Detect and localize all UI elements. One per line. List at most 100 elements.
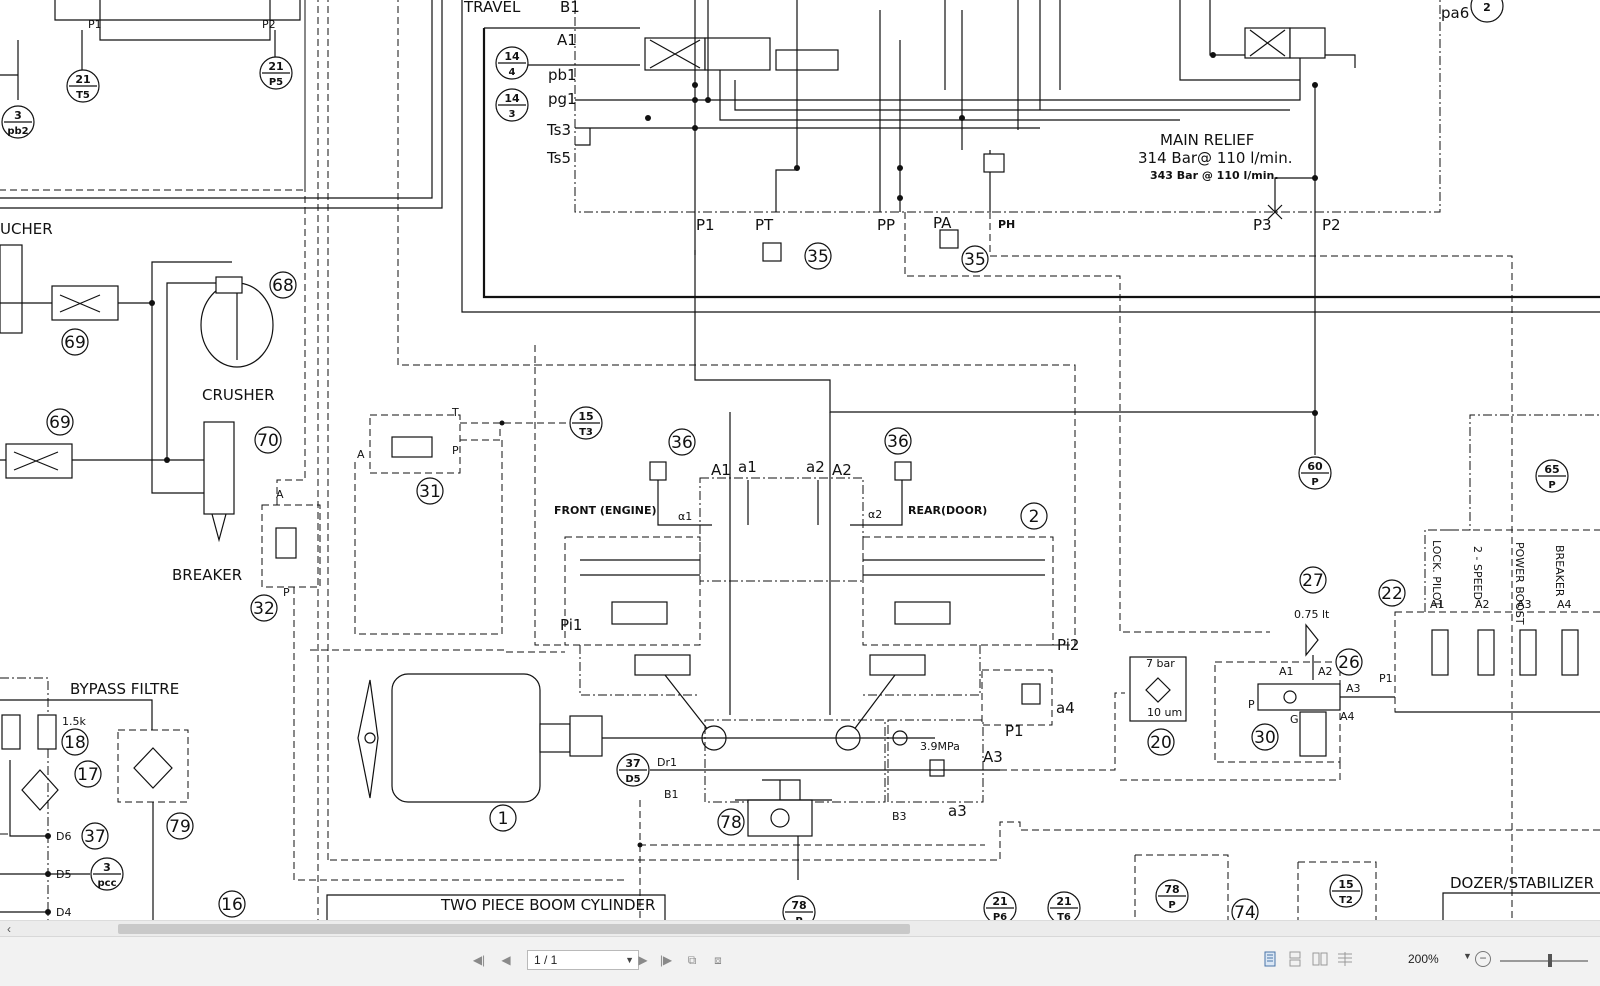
reference-circle xyxy=(1470,0,1504,23)
valve-31: A T P xyxy=(310,345,1076,653)
document-viewport[interactable]: P1 P2 TRAVEL B1 xyxy=(0,0,1600,936)
callout-number: 78 xyxy=(720,813,742,833)
travel-system: A1 a1 a2 A2 FRONT (ENGINE) REAR(DOOR) α1… xyxy=(330,412,1600,920)
reference-circle xyxy=(1047,891,1081,920)
page-number-field[interactable]: 1 / 1 ▼ xyxy=(527,950,639,970)
label-two-piece-boom: TWO PIECE BOOM CYLINDER xyxy=(440,896,655,914)
label-d4: D4 xyxy=(56,906,71,919)
label-alpha1: α1 xyxy=(678,510,692,523)
scroll-left-icon[interactable]: ‹ xyxy=(7,922,11,936)
label-breaker: BREAKER xyxy=(172,566,242,584)
callout-circle xyxy=(250,594,278,622)
reference-top: 78 xyxy=(1164,883,1179,896)
reference-bottom: T2 xyxy=(1339,895,1353,906)
port-a1: a1 xyxy=(738,458,757,476)
callout-number: 22 xyxy=(1381,584,1403,604)
main-relief-title: MAIN RELIEF xyxy=(1160,131,1254,149)
reference-bottom: P6 xyxy=(993,912,1007,920)
callout-number: 30 xyxy=(1254,728,1276,748)
fit-page-icon[interactable]: ⧉ xyxy=(687,953,697,967)
label-p1-top: P1 xyxy=(88,18,102,31)
engine xyxy=(357,673,603,803)
label-power-boost: POWER BOOST xyxy=(1513,542,1526,625)
label-3-9mpa: 3.9MPa xyxy=(920,740,960,753)
last-page-icon[interactable]: |▶ xyxy=(659,953,673,967)
label-lock-pilot: LOCK. PILOT xyxy=(1430,540,1443,608)
label-dozer-stabilizer: DOZER/STABILIZER xyxy=(1450,874,1594,892)
valve-g: G xyxy=(1290,713,1299,726)
port-p1: P1 xyxy=(696,216,715,234)
top-left-block: P1 P2 xyxy=(0,0,540,920)
continuous-view-icon[interactable] xyxy=(1287,951,1303,967)
reference-bottom: 4 xyxy=(509,67,516,78)
viewer-toolbar: ◀| ◀ 1 / 1 ▼ ▶ |▶ ⧉ ⧈ 200% ▼ − xyxy=(0,936,1600,986)
two-page-view-icon[interactable] xyxy=(1312,951,1328,967)
callout-number: 18 xyxy=(64,733,86,753)
callout-number: 74 xyxy=(1234,903,1256,920)
reference-top: 14 xyxy=(504,50,520,63)
port-a-left: A xyxy=(276,488,284,501)
scrollbar-thumb[interactable] xyxy=(118,924,910,934)
previous-page-icon[interactable]: ◀ xyxy=(501,953,511,967)
label-10um: 10 um xyxy=(1147,706,1182,719)
reference-bottom: P5 xyxy=(269,77,283,88)
reference-top: 21 xyxy=(992,895,1007,908)
hydraulic-schematic: P1 P2 TRAVEL B1 xyxy=(0,0,1600,920)
port-a3: A3 xyxy=(983,748,1003,766)
port-a-31: A xyxy=(357,448,365,461)
label-breaker-v: BREAKER xyxy=(1553,545,1566,597)
reference-bottom: T5 xyxy=(76,90,90,101)
port-p1-right: P1 xyxy=(1005,722,1024,740)
zoom-out-icon[interactable]: − xyxy=(1475,951,1491,967)
zoom-slider-track[interactable] xyxy=(1500,960,1588,962)
zoom-slider-thumb[interactable] xyxy=(1548,954,1553,967)
callout-number: 36 xyxy=(887,432,909,452)
label-2-speed: 2 - SPEED xyxy=(1471,546,1484,600)
callout-circle xyxy=(416,477,444,505)
port-pi1: Pi1 xyxy=(560,616,582,634)
reference-bottom: pb2 xyxy=(7,126,28,137)
bank-p1: P1 xyxy=(1379,672,1393,685)
reference-top: 2 xyxy=(1483,1,1491,14)
next-page-icon[interactable]: ▶ xyxy=(638,953,648,967)
label-ts5: Ts5 xyxy=(546,149,571,167)
callout-number: 31 xyxy=(419,482,441,502)
right-side-components: 7 bar 10 um 0.75 lt A1 A2 A3 A4 P G P1 A… xyxy=(326,414,1600,920)
reference-bottom: P xyxy=(795,916,802,920)
valve-a1: A1 xyxy=(1279,665,1294,678)
label-travel: TRAVEL xyxy=(463,0,521,16)
reference-top: 78 xyxy=(791,899,806,912)
zoom-dropdown-icon[interactable]: ▼ xyxy=(1463,951,1472,961)
callout-number: 20 xyxy=(1150,733,1172,753)
label-a1-top: A1 xyxy=(557,31,577,49)
port-A1: A1 xyxy=(711,461,731,479)
reference-top: 21 xyxy=(75,73,90,86)
reference-circle xyxy=(782,895,816,920)
label-pa6: pa6 xyxy=(1441,4,1469,22)
callout-number: 69 xyxy=(49,413,71,433)
single-page-view-icon[interactable] xyxy=(1262,951,1278,967)
callout-circle xyxy=(61,328,89,356)
reference-bottom: P xyxy=(1548,480,1555,491)
port-pi2: Pi2 xyxy=(1057,636,1079,654)
two-page-continuous-icon[interactable] xyxy=(1337,951,1353,967)
first-page-icon[interactable]: ◀| xyxy=(472,953,486,967)
zoom-level[interactable]: 200% xyxy=(1408,952,1439,966)
callout-number: 68 xyxy=(272,276,294,296)
bank-a2: A2 xyxy=(1475,598,1490,611)
fit-width-icon[interactable]: ⧈ xyxy=(714,953,722,967)
label-d5: D5 xyxy=(56,868,71,881)
callout-circle xyxy=(81,822,109,850)
reference-top: 15 xyxy=(578,410,593,423)
callout-number: 32 xyxy=(253,599,275,619)
port-t-31: T xyxy=(451,406,459,419)
bank-a3: A3 xyxy=(1517,598,1532,611)
callout-circle xyxy=(884,427,912,455)
port-pp: PP xyxy=(877,216,895,234)
reference-top: 37 xyxy=(625,757,640,770)
valve-a3: A3 xyxy=(1346,682,1361,695)
reference-top: 14 xyxy=(504,92,520,105)
horizontal-scrollbar[interactable]: ‹ xyxy=(0,920,1600,937)
port-b3: B3 xyxy=(892,810,907,823)
